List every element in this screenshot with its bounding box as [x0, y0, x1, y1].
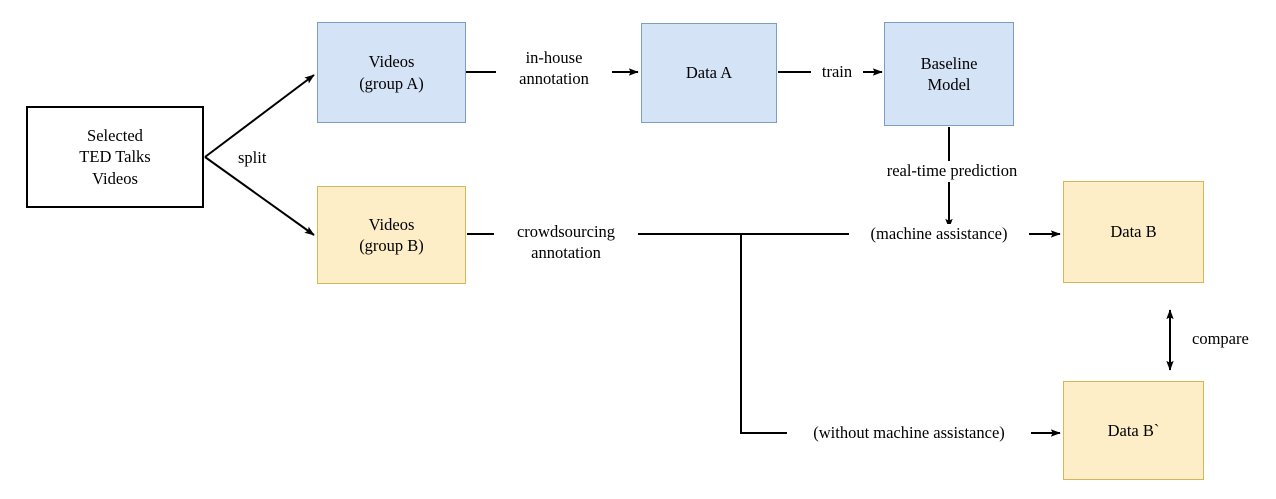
node-label: Baseline Model [920, 53, 978, 94]
edge-split-to-videos-a [204, 74, 315, 158]
node-data-b[interactable]: Data B [1063, 181, 1204, 283]
node-baseline-model[interactable]: Baseline Model [884, 22, 1014, 126]
node-label: Data B [1110, 222, 1157, 242]
node-videos-group-a[interactable]: Videos (group A) [317, 22, 466, 123]
node-label: Videos (group A) [359, 52, 424, 93]
node-data-a[interactable]: Data A [641, 23, 777, 123]
node-label: Data A [685, 63, 733, 83]
edge-label-train: train [811, 62, 863, 83]
edge-label-without-machine-assistance: (without machine assistance) [787, 423, 1031, 444]
node-source-videos[interactable]: Selected TED Talks Videos [26, 106, 204, 208]
edge-label-crowdsourcing-annotation: crowdsourcing annotation [494, 222, 638, 264]
edge-label-compare: compare [1192, 329, 1249, 348]
node-label: Videos (group B) [359, 214, 424, 255]
node-label: Selected TED Talks Videos [79, 126, 151, 188]
edge-split-to-videos-b [204, 156, 315, 236]
edge-label-split: split [238, 148, 267, 167]
edge-label-machine-assistance: (machine assistance) [849, 224, 1029, 245]
edge-label-in-house-annotation: in-house annotation [496, 48, 612, 90]
node-data-b-prime[interactable]: Data B` [1063, 381, 1204, 480]
node-videos-group-b[interactable]: Videos (group B) [317, 186, 466, 284]
edge-label-real-time-prediction: real-time prediction [864, 161, 1040, 182]
node-label: Data B` [1107, 420, 1160, 440]
